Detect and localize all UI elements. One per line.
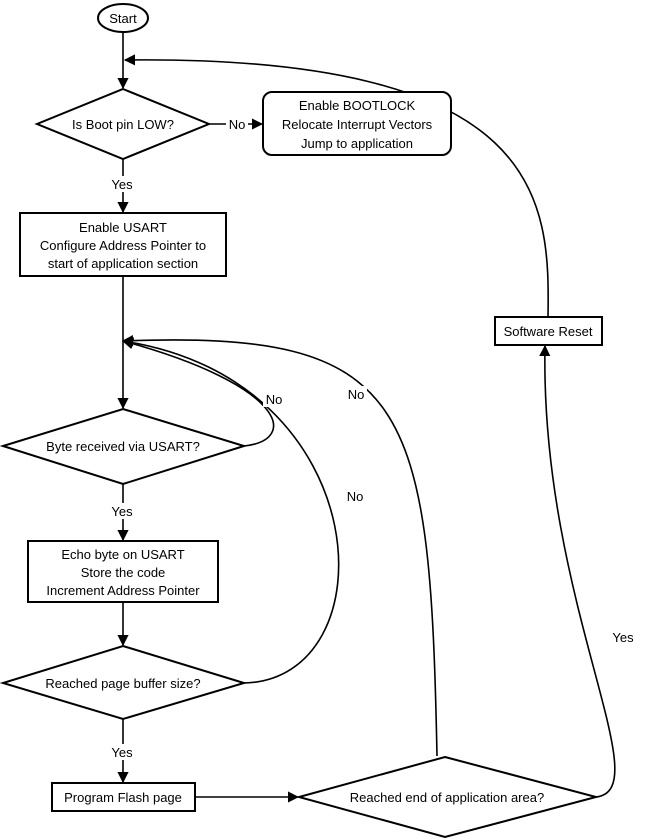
edge-labels: No Yes No Yes No Yes No Yes — [107, 116, 638, 760]
byte-received-decision: Byte received via USART? — [0, 407, 248, 486]
byte-no-label: No — [266, 392, 283, 407]
echo-box-line-1: Echo byte on USART — [61, 547, 184, 562]
boot-yes-label: Yes — [111, 177, 133, 192]
start-node: Start — [97, 3, 149, 33]
page-no-label: No — [347, 489, 364, 504]
init-box-line-1: Enable USART — [79, 220, 167, 235]
echo-box-line-2: Store the code — [81, 565, 166, 580]
program-flash-box: Program Flash page — [51, 782, 196, 812]
page-buffer-decision: Reached page buffer size? — [0, 644, 248, 721]
byte-yes-label: Yes — [111, 504, 133, 519]
end-of-app-decision: Reached end of application area? — [295, 755, 600, 839]
connectors — [117, 32, 616, 803]
arrow-reset-loop — [123, 54, 549, 318]
end-no-label: No — [348, 387, 365, 402]
arrow-byte-no-loop — [121, 338, 275, 447]
start-label: Start — [109, 11, 137, 26]
boot-no-label: No — [229, 117, 246, 132]
init-box-line-2: Configure Address Pointer to — [40, 238, 206, 253]
page-yes-label: Yes — [111, 745, 133, 760]
end-check-label: Reached end of application area? — [350, 790, 544, 805]
program-box-label: Program Flash page — [64, 790, 182, 805]
echo-box: Echo byte on USART Store the code Increm… — [27, 540, 219, 603]
end-yes-label: Yes — [612, 630, 634, 645]
byte-check-label: Byte received via USART? — [46, 439, 200, 454]
arrow-end-yes-to-reset — [539, 344, 616, 798]
app-box-line-3: Jump to application — [301, 136, 413, 151]
software-reset-box: Software Reset — [494, 316, 603, 346]
boot-check-label: Is Boot pin LOW? — [72, 117, 174, 132]
jump-to-app-box: Enable BOOTLOCK Relocate Interrupt Vecto… — [262, 91, 452, 156]
reset-box-label: Software Reset — [504, 324, 593, 339]
arrow-end-no-loop — [121, 335, 438, 757]
app-box-line-1: Enable BOOTLOCK — [299, 98, 416, 113]
app-box-line-2: Relocate Interrupt Vectors — [282, 117, 433, 132]
init-box: Enable USART Configure Address Pointer t… — [19, 212, 227, 277]
boot-check-decision: Is Boot pin LOW? — [34, 87, 212, 161]
arrow-page-no-loop — [121, 336, 340, 684]
init-box-line-3: start of application section — [48, 256, 198, 271]
page-check-label: Reached page buffer size? — [45, 676, 200, 691]
echo-box-line-3: Increment Address Pointer — [46, 583, 200, 598]
